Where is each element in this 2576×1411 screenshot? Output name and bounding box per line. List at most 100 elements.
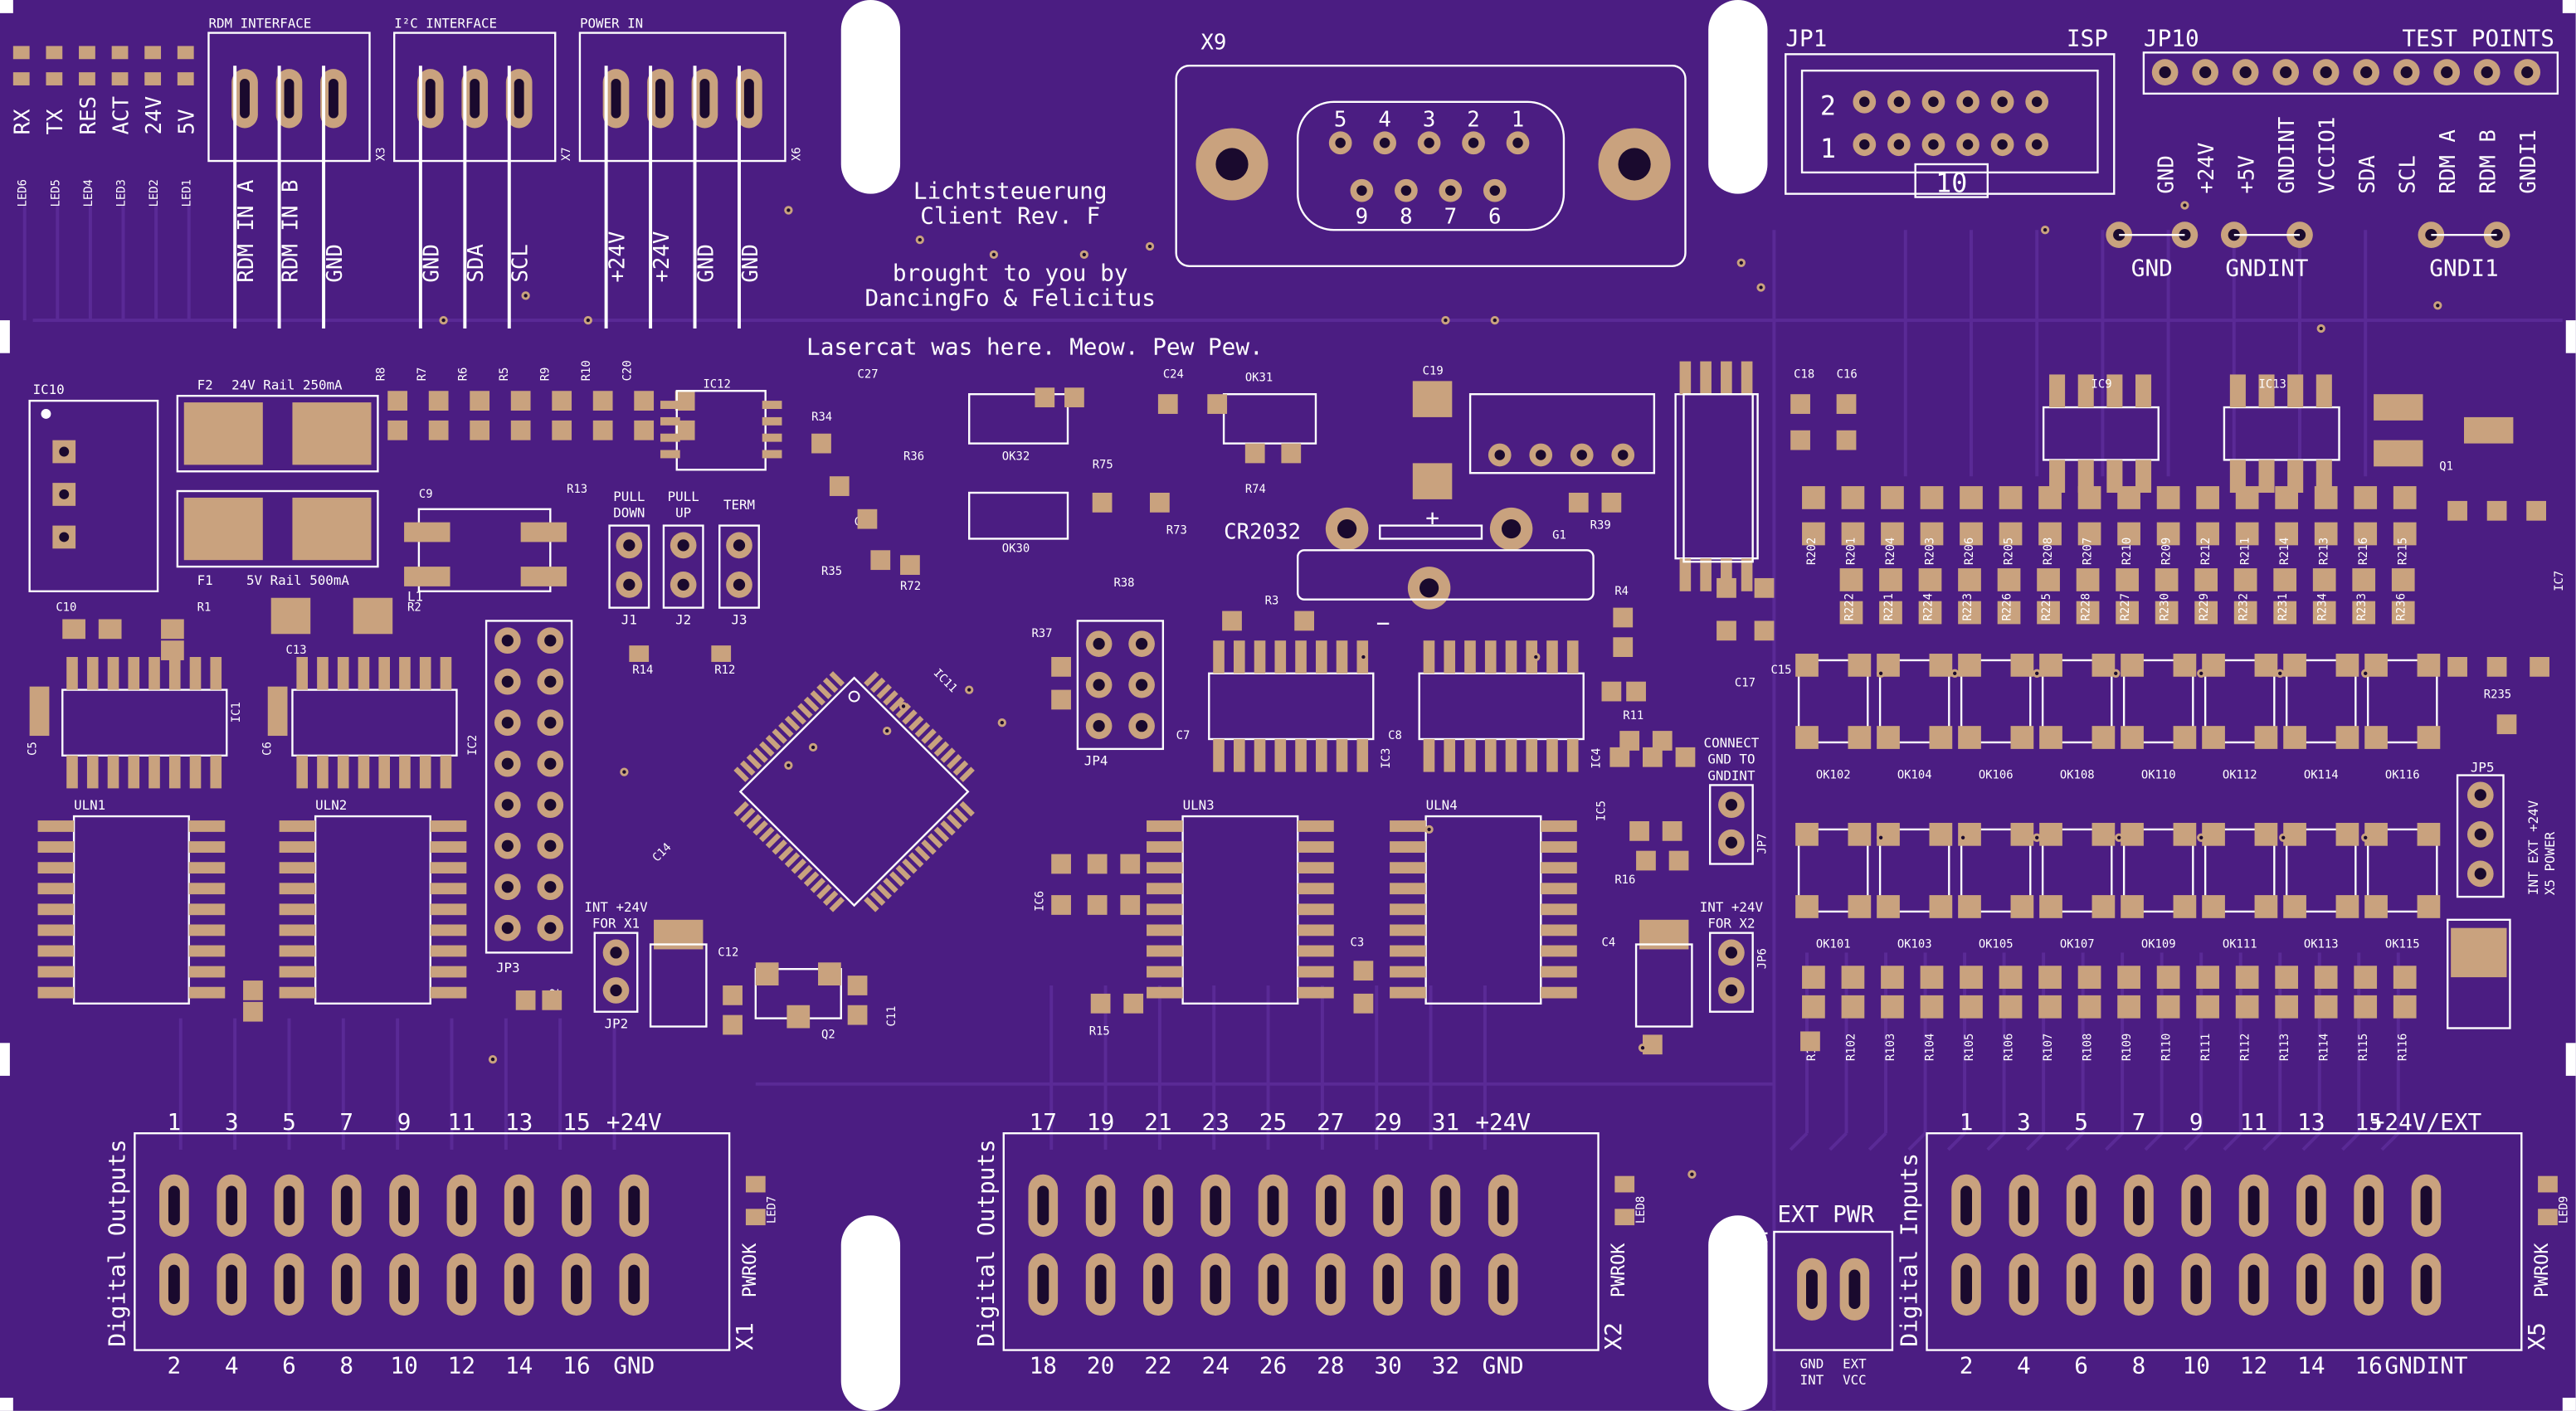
x4-pin-drill bbox=[1848, 1269, 1861, 1310]
header-pin-drill bbox=[1576, 450, 1587, 460]
via-drill bbox=[1082, 252, 1086, 257]
x1-led-pad bbox=[745, 1175, 766, 1193]
mcu-pin bbox=[803, 696, 820, 713]
mcu-pin bbox=[959, 800, 975, 817]
mounting-slot bbox=[840, 1215, 901, 1411]
q2-pad bbox=[818, 962, 841, 985]
trace bbox=[2341, 1131, 2360, 1151]
ic-ref: IC13 bbox=[2259, 377, 2286, 391]
resistor-pad bbox=[1918, 568, 1942, 591]
ic3-pin bbox=[1336, 739, 1348, 772]
passive-ref: R235 bbox=[2484, 688, 2511, 702]
led-pad bbox=[12, 46, 30, 60]
x4-title: EXT PWR bbox=[1777, 1200, 1874, 1228]
passive-pad bbox=[2526, 500, 2546, 521]
jp4-pin-drill bbox=[1135, 638, 1148, 650]
ic4-pin bbox=[1423, 640, 1435, 674]
uln1-pin bbox=[188, 924, 226, 937]
connector-pin-label: GND bbox=[420, 244, 445, 282]
battery-minus: − bbox=[1376, 609, 1390, 636]
resistor-pad bbox=[1802, 522, 1825, 546]
ic-tall-pin bbox=[1741, 361, 1753, 395]
resistor-ref: R205 bbox=[2003, 538, 2016, 565]
ic1-body bbox=[61, 688, 228, 757]
opto-ref: OK114 bbox=[2304, 769, 2339, 782]
mcu-pin bbox=[759, 826, 775, 843]
uln2-pin bbox=[430, 924, 467, 937]
connector-pin-drill bbox=[470, 79, 480, 119]
passive-ref: R4 bbox=[1614, 585, 1629, 598]
opto-bottom-pin bbox=[2254, 895, 2278, 918]
jumper-label: DOWN bbox=[613, 505, 645, 521]
x5-pin-drill bbox=[2420, 1185, 2432, 1226]
mounting-slot bbox=[840, 0, 901, 194]
testpoint-pin-drill bbox=[2280, 66, 2292, 79]
credit-line: DancingFo & Felicitus bbox=[864, 284, 1155, 311]
x4-label: GND bbox=[1800, 1355, 1824, 1371]
x2-pin-drill bbox=[1439, 1185, 1452, 1226]
mcu-pin bbox=[864, 671, 879, 687]
mcu-pin bbox=[908, 715, 924, 732]
connector-pin-label: GND bbox=[694, 244, 718, 282]
jumper-ref: J2 bbox=[675, 611, 691, 627]
ic-ref: IC2 bbox=[466, 735, 480, 756]
passive-pad bbox=[2530, 657, 2549, 677]
connector-pin-label: RDM IN A bbox=[234, 179, 259, 282]
passive-pad bbox=[870, 550, 891, 571]
uln4-pin bbox=[1541, 862, 1577, 874]
ic12-pin bbox=[762, 433, 782, 442]
resistor-pad bbox=[2037, 568, 2060, 591]
x2-bottom-label: 28 bbox=[1317, 1351, 1344, 1379]
ic1-pin bbox=[149, 755, 160, 789]
opto-ref: OK116 bbox=[2385, 769, 2420, 782]
mcu-pin bbox=[797, 703, 813, 718]
x1-ref: X1 bbox=[731, 1322, 758, 1350]
ic-ref: IC9 bbox=[2091, 377, 2112, 391]
subd-pin-drill bbox=[1335, 138, 1346, 148]
opto-top-body bbox=[2366, 659, 2438, 744]
passive-pad bbox=[387, 391, 408, 411]
x5-pin-drill bbox=[2420, 1264, 2432, 1305]
jumper-label: FOR X2 bbox=[1707, 916, 1755, 932]
passive-pad bbox=[1613, 637, 1634, 657]
credit-line: Client Rev. F bbox=[920, 202, 1100, 229]
ic3-pin bbox=[1295, 739, 1307, 772]
resistor-pad bbox=[1841, 486, 1865, 509]
resistor-pad bbox=[2077, 995, 2101, 1019]
mcu-pin bbox=[746, 814, 762, 830]
subd-pin-drill bbox=[1400, 185, 1412, 196]
jumper-ref: JP7 bbox=[1756, 834, 1770, 854]
x5-top-label: +24V/EXT bbox=[2371, 1108, 2482, 1136]
passive-pad bbox=[1035, 387, 1055, 408]
x5-pin-drill bbox=[2247, 1185, 2260, 1226]
via-drill bbox=[441, 318, 446, 323]
x1-bottom-label: GND bbox=[613, 1351, 655, 1379]
ic1-pin bbox=[168, 755, 181, 789]
ic4-pin bbox=[1505, 640, 1517, 674]
mcu-pin bbox=[829, 897, 845, 912]
resistor-pad bbox=[1960, 486, 1983, 509]
uln2-pin bbox=[279, 903, 316, 916]
ic3-pin bbox=[1233, 739, 1245, 772]
ic-ref: ULN1 bbox=[74, 797, 105, 813]
x2-led-pad bbox=[1614, 1175, 1635, 1193]
jumper-ref: JP6 bbox=[1756, 948, 1770, 969]
resistor-pad bbox=[2235, 966, 2259, 989]
resistor-ref: R202 bbox=[1805, 538, 1819, 565]
ic10-outline bbox=[28, 399, 159, 592]
uln1-pin bbox=[188, 820, 226, 832]
resistor-pad bbox=[2116, 568, 2139, 591]
passive-ref: C7 bbox=[1176, 729, 1191, 742]
testpoint-label: +24V bbox=[2194, 143, 2219, 194]
mcu-pin bbox=[933, 826, 950, 843]
testpoint-label: RDM A bbox=[2436, 129, 2461, 194]
ic1-pin bbox=[189, 657, 202, 690]
cap-pad bbox=[270, 597, 311, 635]
header-pin-drill bbox=[1618, 450, 1629, 460]
mcu-pin bbox=[797, 864, 813, 881]
led-label-rx: RX bbox=[11, 109, 36, 134]
passive-ref: R7 bbox=[416, 367, 429, 382]
isp-pin-drill bbox=[1893, 139, 1905, 150]
via-drill bbox=[2364, 671, 2368, 675]
uln1-pin bbox=[188, 862, 226, 874]
